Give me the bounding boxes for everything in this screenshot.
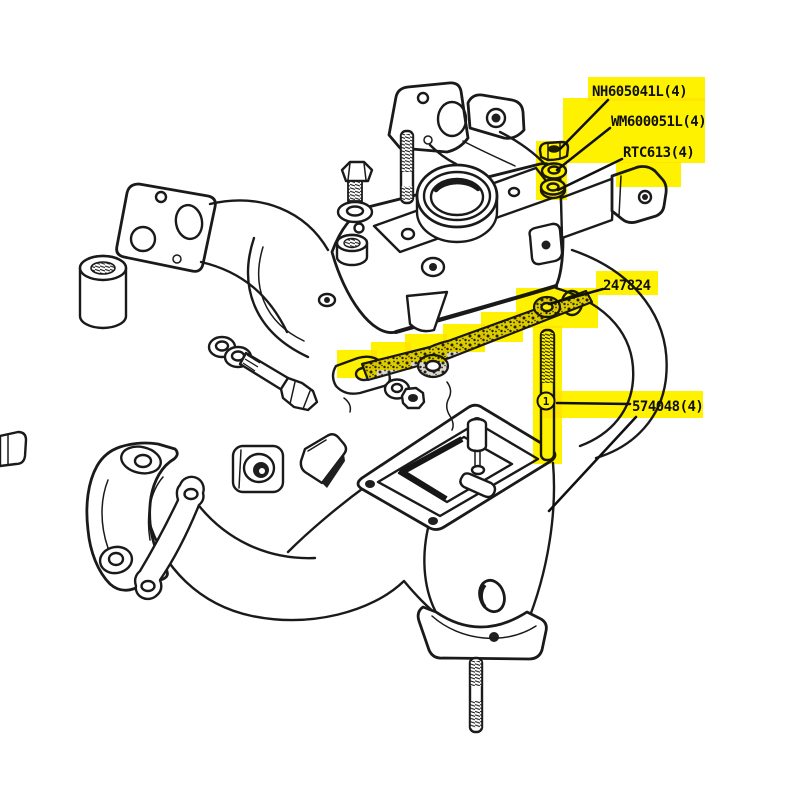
- callout-label-rtc613: RTC613(4): [623, 145, 694, 161]
- highlight-nut-stack: [536, 141, 567, 200]
- leader-line-stud-h: [555, 401, 632, 406]
- svg-text:1: 1: [543, 395, 550, 408]
- callout-label-wm600051l: WM600051L(4): [611, 114, 706, 130]
- leader-line-stud-diag: [547, 415, 638, 513]
- stud-plain: [399, 129, 415, 205]
- highlight-label-3: [616, 162, 681, 187]
- outlet-skirt: [416, 461, 556, 734]
- leader-line-gasket: [547, 287, 605, 306]
- highlight-label-1: [588, 77, 705, 101]
- leader-line-washer1: [555, 126, 612, 172]
- leader-line-washer2: [556, 157, 624, 192]
- leader-line-nut: [558, 98, 610, 151]
- callout-label-247824: 247824: [603, 278, 651, 294]
- bolt-and-washer: [335, 160, 374, 267]
- highlight-label-2: [563, 98, 705, 163]
- callout-label-nh605041l: NH605041L(4): [592, 84, 687, 100]
- index-marker-1: 1: [536, 391, 556, 411]
- carb-base-box: [356, 403, 557, 531]
- callout-label-574048: 574048(4): [632, 399, 703, 415]
- lower-manifold-drawing: [0, 248, 668, 734]
- link-strap: [133, 475, 205, 601]
- oval-boss: [231, 444, 285, 494]
- highlighter-marks: [337, 77, 705, 464]
- highlight-label-5: [596, 271, 658, 295]
- callouts: NH605041L(4) WM600051L(4) RTC613(4) 2478…: [536, 84, 707, 513]
- block-boss: [299, 433, 348, 488]
